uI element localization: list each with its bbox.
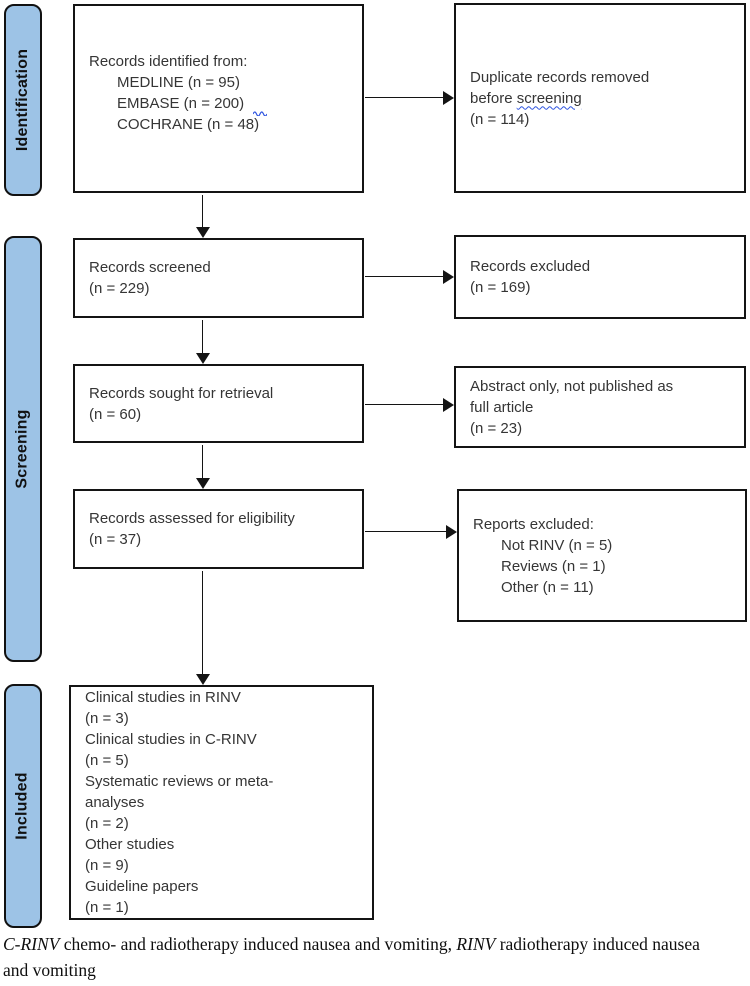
box-included-studies: Clinical studies in RINV (n = 3) Clinica… [69, 685, 374, 920]
included-line: Systematic reviews or meta- [85, 773, 274, 790]
included-line: (n = 5) [85, 752, 129, 769]
records-identified-heading: Records identified from: [89, 52, 248, 70]
connector-screened-to-excluded [365, 276, 444, 277]
abstract-only-count: (n = 23) [470, 419, 523, 437]
caption-def-crinv: chemo- and radiotherapy induced nausea a… [59, 934, 457, 954]
included-line: (n = 2) [85, 815, 129, 832]
arrowhead-right-icon [443, 91, 454, 105]
stage-label-identification: Identification [14, 48, 32, 152]
arrowhead-down-icon [196, 674, 210, 685]
connector-sought-to-abstract [365, 404, 444, 405]
duplicates-line2-word: screening [516, 89, 582, 107]
included-line: analyses [85, 794, 145, 811]
connector-screened-to-sought [202, 320, 203, 354]
connector-identified-to-screened [202, 195, 203, 228]
stage-bar-included: Included [4, 684, 42, 928]
included-line: Clinical studies in C-RINV [85, 731, 257, 748]
reports-excluded-heading: Reports excluded: [473, 515, 594, 533]
included-line: (n = 3) [85, 710, 129, 727]
figure-caption: C-RINV chemo- and radiotherapy induced n… [3, 931, 727, 983]
stage-bar-identification: Identification [4, 4, 42, 196]
included-line: (n = 9) [85, 857, 129, 874]
arrowhead-down-icon [196, 353, 210, 364]
records-identified-medline: MEDLINE (n = 95) [117, 73, 240, 91]
stage-label-screening: Screening [14, 409, 32, 489]
duplicates-line1: Duplicate records removed [470, 68, 650, 86]
box-records-excluded: Records excluded (n = 169) [454, 235, 746, 319]
included-line: (n = 1) [85, 899, 129, 916]
box-records-sought: Records sought for retrieval (n = 60) [73, 364, 364, 443]
reports-excluded-reviews: Reviews (n = 1) [501, 557, 606, 575]
connector-identified-to-duplicates [365, 97, 444, 98]
included-line: Guideline papers [85, 878, 199, 895]
box-abstract-only: Abstract only, not published as full art… [454, 366, 746, 448]
connector-assessed-to-included [202, 571, 203, 675]
arrowhead-right-icon [443, 398, 454, 412]
box-records-screened: Records screened (n = 229) [73, 238, 364, 318]
records-sought-text: Records sought for retrieval [89, 384, 274, 402]
box-records-identified: Records identified from: MEDLINE (n = 95… [73, 4, 364, 193]
abstract-only-line2: full article [470, 398, 534, 416]
arrowhead-down-icon [196, 478, 210, 489]
arrowhead-right-icon [443, 270, 454, 284]
arrowhead-right-icon [446, 525, 457, 539]
records-screened-count: (n = 229) [89, 280, 150, 297]
stage-label-included: Included [14, 772, 32, 840]
connector-assessed-to-reports [365, 531, 447, 532]
records-screened-text: Records screened [89, 259, 211, 276]
stage-bar-screening: Screening [4, 236, 42, 662]
box-duplicates-removed: Duplicate records removed before screeni… [454, 3, 746, 193]
duplicates-count: (n = 114) [470, 110, 530, 128]
reports-excluded-not-rinv: Not RINV (n = 5) [501, 536, 613, 554]
abstract-only-line1: Abstract only, not published as [470, 377, 674, 395]
arrowhead-down-icon [196, 227, 210, 238]
included-line: Other studies [85, 836, 175, 853]
duplicates-line2: before screening [470, 88, 736, 109]
box-reports-excluded: Reports excluded: Not RINV (n = 5) Revie… [457, 489, 747, 622]
records-sought-count: (n = 60) [89, 405, 142, 423]
connector-sought-to-assessed [202, 445, 203, 479]
records-assessed-text: Records assessed for eligibility [89, 510, 295, 527]
included-line: Clinical studies in RINV [85, 689, 241, 706]
box-records-assessed: Records assessed for eligibility (n = 37… [73, 489, 364, 569]
caption-def-rinv: radiotherapy induced nausea and vomiting [3, 934, 700, 980]
records-excluded-text: Records excluded [470, 258, 591, 275]
records-identified-cochrane: COCHRANE (n = 48) [117, 115, 260, 133]
caption-term-crinv: C-RINV [3, 934, 60, 954]
reports-excluded-other: Other (n = 11) [501, 578, 594, 596]
duplicates-line2-prefix: before [470, 89, 517, 107]
records-excluded-count: (n = 169) [470, 279, 531, 296]
records-assessed-count: (n = 37) [89, 531, 142, 548]
spellcheck-squiggle-icon [252, 103, 268, 121]
records-identified-embase: EMBASE (n = 200) [117, 94, 245, 112]
caption-term-rinv: RINV [456, 934, 496, 954]
